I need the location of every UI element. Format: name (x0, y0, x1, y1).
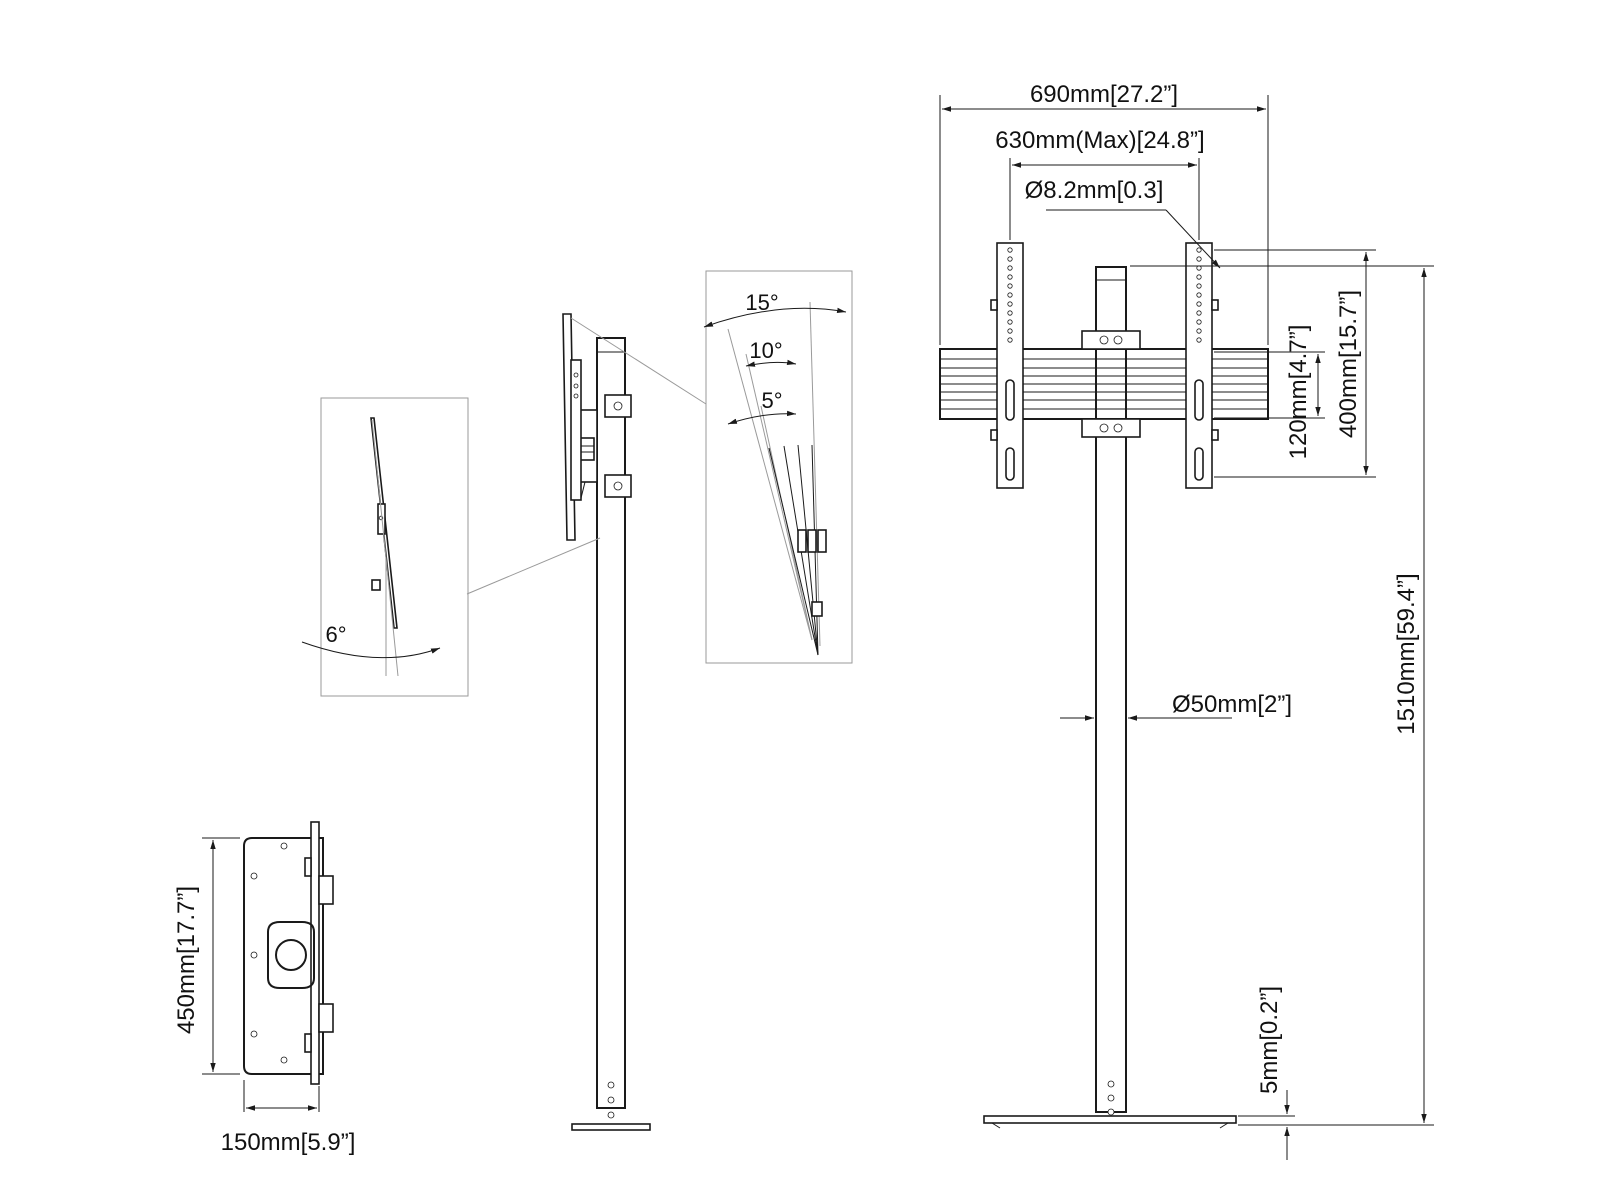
dim-690: 690mm[27.2”] (1030, 81, 1178, 108)
angle-10: 10° (749, 338, 782, 363)
dim-120: 120mm[4.7”] (1285, 325, 1312, 460)
clamp-bottom (1081, 418, 1141, 438)
callout-box-6 (320, 397, 469, 697)
dim-pole-dia: Ø50mm[2”] (1172, 691, 1292, 718)
pole-holes (1107, 1080, 1115, 1116)
plate-clamp-bottom (318, 1003, 334, 1033)
plate-view: 450mm[17.7”] 150mm[5.9”] (173, 821, 356, 1156)
callout-tilt-forward: 15° 10° 5° (703, 270, 853, 664)
callout-tilt-back: 6° (301, 397, 469, 697)
wall-plate (243, 837, 324, 1075)
dim-hole-dia: Ø8.2mm[0.3] (1025, 177, 1164, 204)
side-base-plate (571, 1123, 651, 1131)
plate-clamp-top (318, 875, 334, 905)
bracket-left (990, 242, 1024, 489)
front-view: 690mm[27.2”] 630mm(Max)[24.8”] Ø8.2mm[0.… (939, 81, 1434, 1160)
side-pole (596, 337, 626, 1109)
dim-1510: 1510mm[59.4”] (1393, 573, 1420, 734)
callout-box-tilt (705, 270, 853, 664)
bracket-right (1185, 242, 1219, 489)
front-base-plate (983, 1115, 1237, 1124)
clamp-top (1081, 330, 1141, 350)
crossbar (939, 348, 1269, 420)
angle-6: 6° (325, 622, 346, 647)
dim-5mm: 5mm[0.2”] (1256, 986, 1283, 1094)
front-pole (1095, 266, 1127, 1113)
dim-630: 630mm(Max)[24.8”] (995, 127, 1204, 154)
angle-5: 5° (761, 388, 782, 413)
side-view (466, 313, 707, 1131)
dim-400: 400mm[15.7”] (1335, 290, 1362, 438)
angle-15: 15° (745, 290, 778, 315)
dim-150: 150mm[5.9”] (221, 1129, 356, 1156)
dim-450: 450mm[17.7”] (173, 886, 200, 1034)
